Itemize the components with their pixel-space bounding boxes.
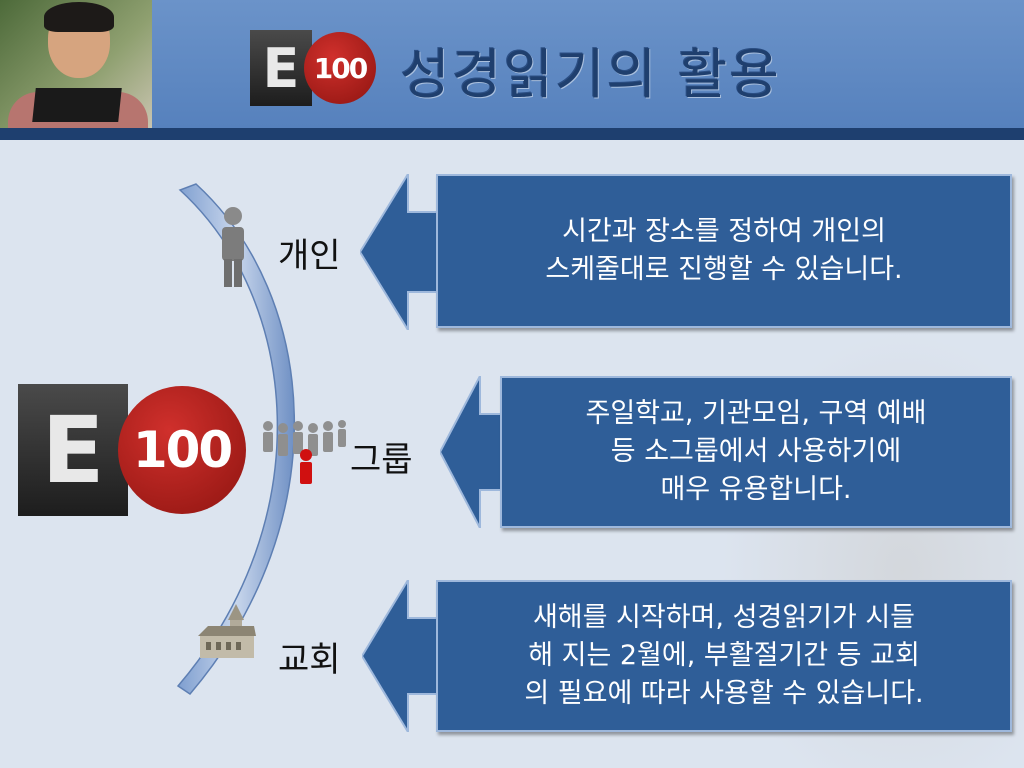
header-e100-logo: E 100 <box>250 30 376 106</box>
arrow-church <box>362 580 440 732</box>
arrow-individual <box>360 174 440 330</box>
logo-letter: E <box>250 30 312 106</box>
church-icon <box>198 604 256 658</box>
text-box-group: 주일학교, 기관모임, 구역 예배 등 소그룹에서 사용하기에 매우 유용합니다… <box>500 376 1012 528</box>
label-church: 교회 <box>278 640 341 680</box>
text-box-individual: 시간과 장소를 정하여 개인의 스케줄대로 진행할 수 있습니다. <box>436 174 1012 328</box>
group-people-icon <box>263 420 346 484</box>
logo-letter: E <box>18 384 128 516</box>
logo-number: 100 <box>118 386 246 514</box>
logo-number: 100 <box>304 32 376 104</box>
page-title: 성경읽기의 활용 <box>400 43 781 106</box>
person-icon <box>222 207 244 287</box>
title-bar-divider <box>0 128 1024 140</box>
arrow-group <box>440 376 504 528</box>
reader-photo <box>0 0 152 128</box>
text-box-church: 새해를 시작하며, 성경읽기가 시들 해 지는 2월에, 부활절기간 등 교회 … <box>436 580 1012 732</box>
main-e100-logo: E 100 <box>18 384 246 516</box>
label-individual: 개인 <box>278 236 341 276</box>
label-group: 그룹 <box>350 440 413 480</box>
title-bar <box>0 0 1024 128</box>
